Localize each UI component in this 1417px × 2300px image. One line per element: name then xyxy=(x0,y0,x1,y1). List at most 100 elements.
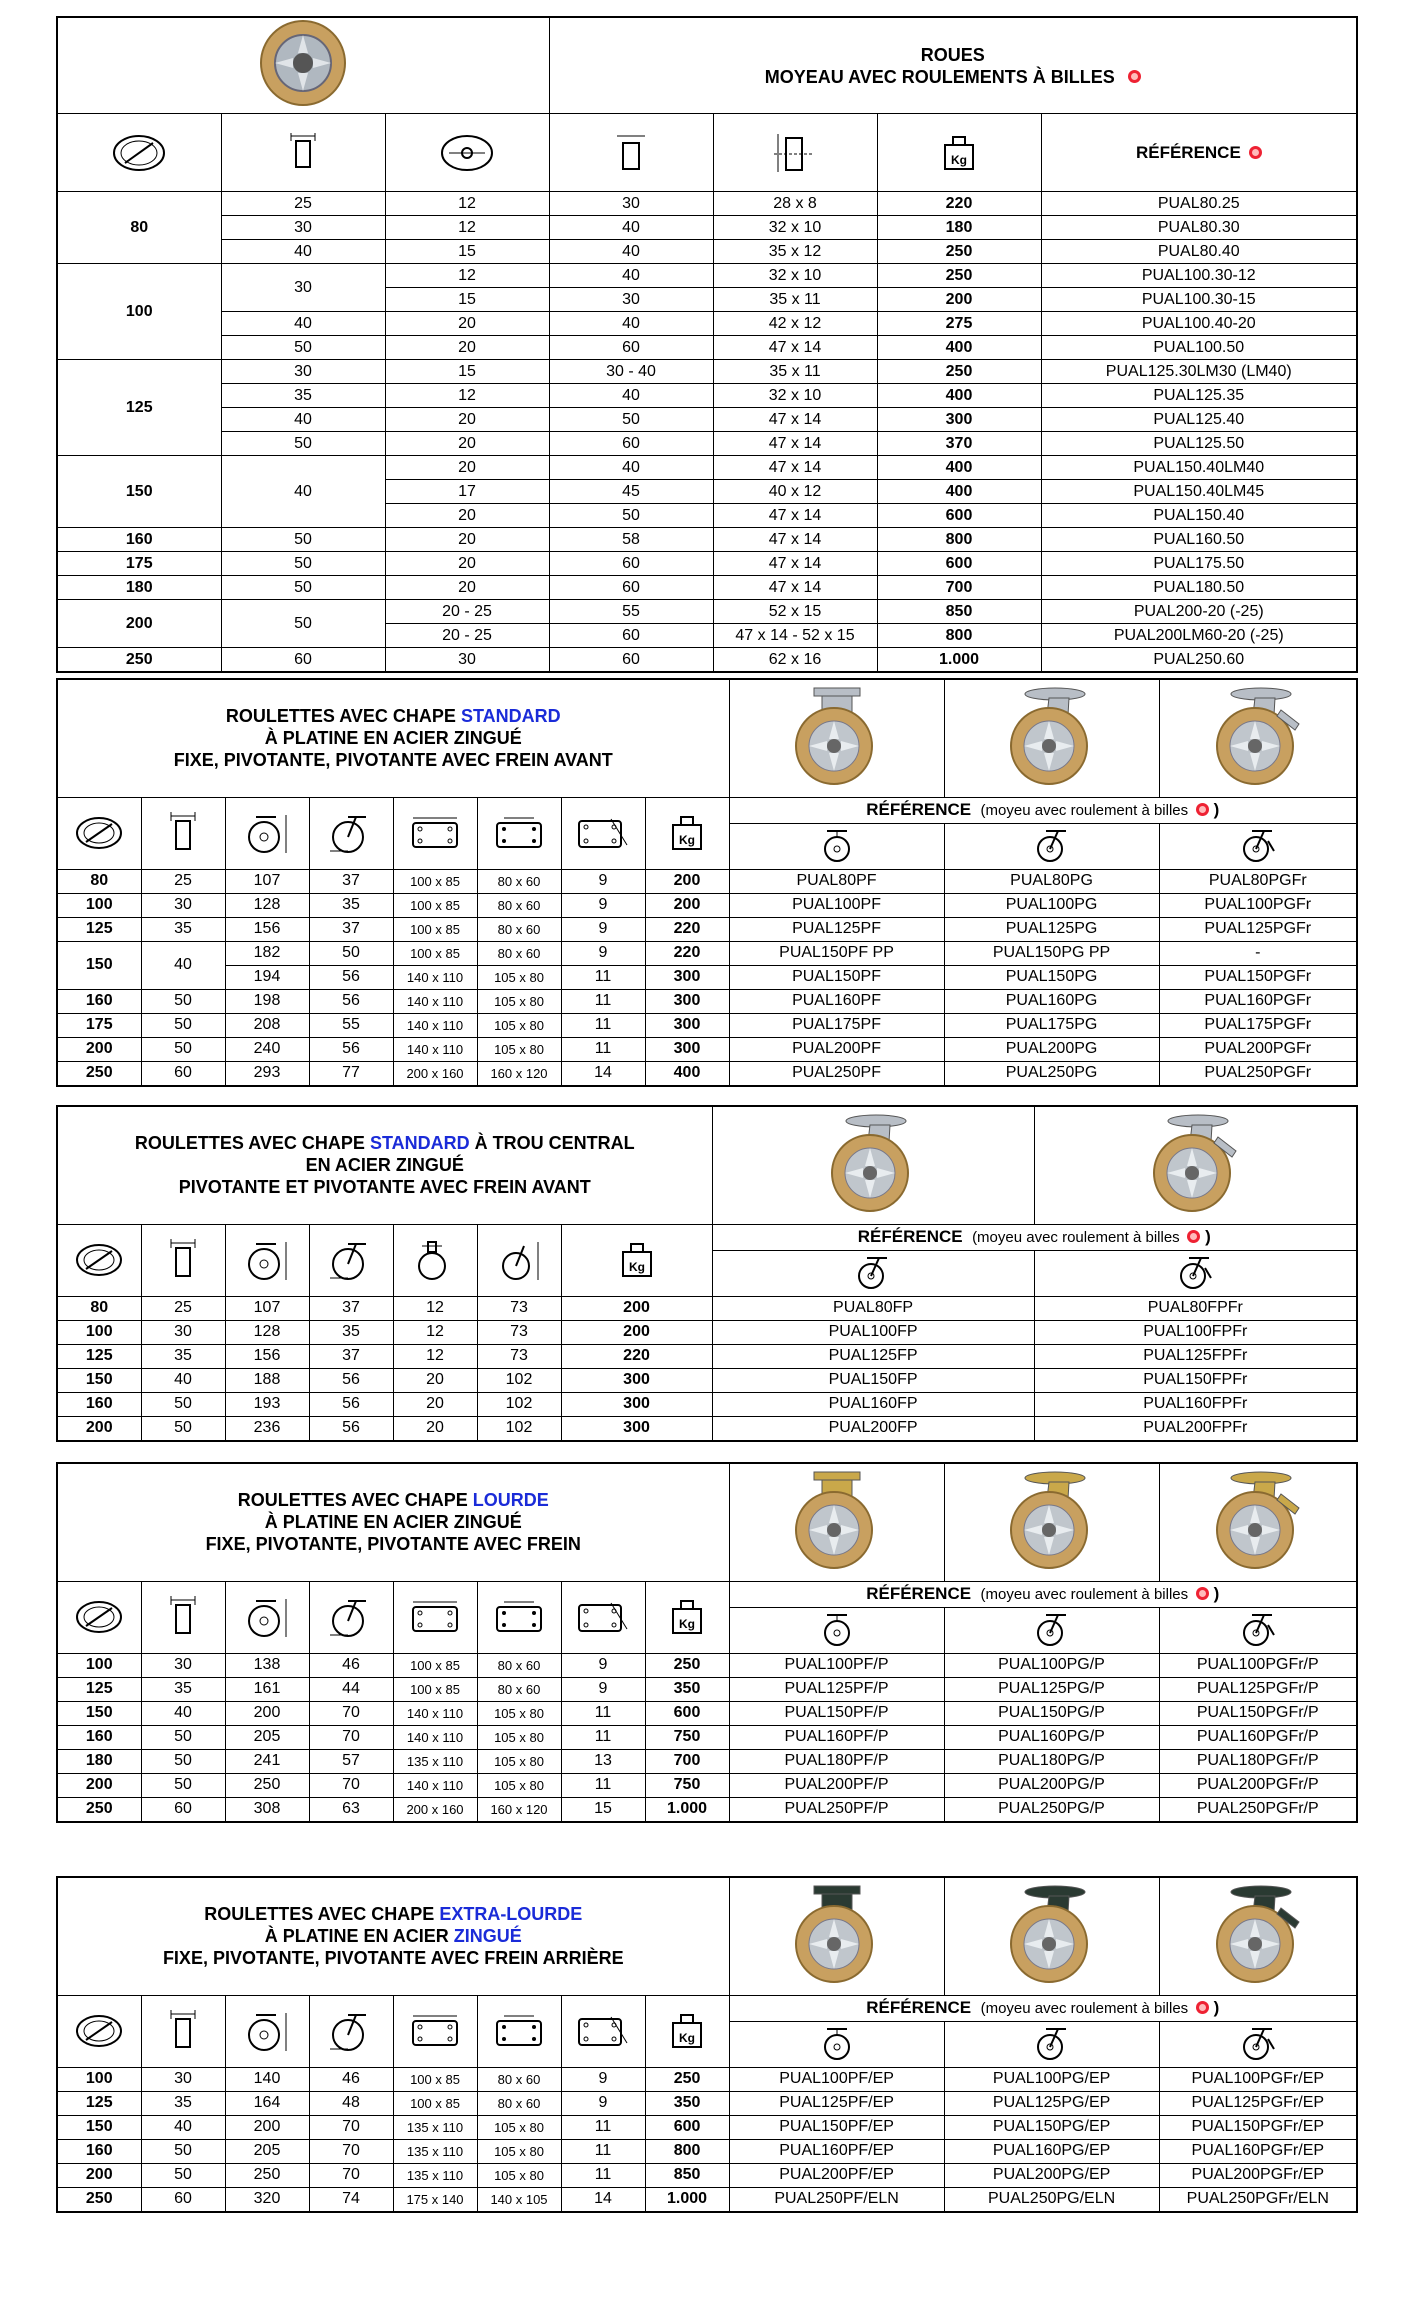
table-cell: PUAL100PF xyxy=(728,892,945,918)
table-cell: PUAL150.40 xyxy=(1040,503,1358,528)
plate-size-icon xyxy=(392,1994,478,2068)
table-cell: PUAL100PGFr/P xyxy=(1158,1652,1358,1678)
table-cell: 40 xyxy=(220,407,386,432)
table-cell: PUAL200LM60-20 (-25) xyxy=(1040,623,1358,648)
table-cell: 56 xyxy=(308,1391,394,1417)
table-cell: 45 xyxy=(548,479,714,504)
table-cell: 600 xyxy=(876,551,1042,576)
table-cell: 62 x 16 xyxy=(712,647,878,673)
table-cell: 9 xyxy=(560,2090,646,2116)
table-cell: 350 xyxy=(644,1676,730,1702)
table-cell: PUAL150PG xyxy=(943,964,1160,990)
table-cell: 200 xyxy=(56,1036,142,1062)
table-cell: 15 xyxy=(384,359,550,384)
table-cell: PUAL160PF xyxy=(728,988,945,1014)
height-icon xyxy=(224,796,310,870)
table-cell: 50 xyxy=(548,503,714,528)
table-cell: 200 xyxy=(876,287,1042,312)
table-cell: 140 xyxy=(224,2066,310,2092)
table-cell: 600 xyxy=(644,2114,730,2140)
table-cell: PUAL125FP xyxy=(711,1343,1035,1369)
wheel-photo-cell xyxy=(56,16,550,114)
table-cell: 200 x 160 xyxy=(392,1060,478,1086)
load-kg-icon: Kg xyxy=(560,1223,713,1297)
extra-heavy-title-line2b: ZINGUÉ xyxy=(453,1926,522,1947)
table-cell: 200 xyxy=(56,599,222,648)
table-cell: 60 xyxy=(140,1796,226,1822)
table-cell: PUAL250PG xyxy=(943,1060,1160,1086)
table-cell: 70 xyxy=(308,2114,394,2140)
table-cell: 200 xyxy=(56,2162,142,2188)
table-cell: 47 x 14 - 52 x 15 xyxy=(712,623,878,648)
table-cell: 80 x 60 xyxy=(476,916,562,942)
central-hole-casters-table: ROULETTES AVEC CHAPE STANDARD À TROU CEN… xyxy=(56,1105,1358,1442)
table-cell: 28 x 8 xyxy=(712,191,878,216)
table-cell: 30 xyxy=(140,2066,226,2092)
table-cell: 80 x 60 xyxy=(476,2090,562,2116)
table-cell: 125 xyxy=(56,916,142,942)
bearing-badge-icon xyxy=(1187,1230,1201,1244)
table-cell: 220 xyxy=(644,916,730,942)
wheels-table: ROUES MOYEAU AVEC ROULEMENTS À BILLES Kg… xyxy=(56,16,1358,673)
swivel-caster-photo xyxy=(943,678,1160,798)
table-cell: 9 xyxy=(560,916,646,942)
table-cell: 11 xyxy=(560,988,646,1014)
table-cell: 56 xyxy=(308,1367,394,1393)
table-cell: 56 xyxy=(308,1036,394,1062)
table-cell: 11 xyxy=(560,1036,646,1062)
standard-title: ROULETTES AVEC CHAPE STANDARD À PLATINE … xyxy=(56,678,730,798)
table-cell: PUAL125PF/EP xyxy=(728,2090,945,2116)
table-cell: 800 xyxy=(644,2138,730,2164)
width-icon xyxy=(140,1580,226,1654)
extra-heavy-title: ROULETTES AVEC CHAPE EXTRA-LOURDE À PLAT… xyxy=(56,1876,730,1996)
table-cell: 60 xyxy=(220,647,386,673)
table-cell: 250 xyxy=(876,359,1042,384)
table-cell: 40 xyxy=(548,455,714,480)
width-icon xyxy=(140,796,226,870)
table-cell: 12 xyxy=(384,215,550,240)
table-cell: 600 xyxy=(876,503,1042,528)
table-cell: PUAL175PG xyxy=(943,1012,1160,1038)
table-cell: PUAL250PGFr xyxy=(1158,1060,1358,1086)
table-cell: 180 xyxy=(876,215,1042,240)
central-hole-title-a: ROULETTES AVEC CHAPE xyxy=(134,1133,370,1154)
table-cell: 160 x 120 xyxy=(476,1796,562,1822)
table-cell: 35 x 11 xyxy=(712,359,878,384)
table-cell: 60 xyxy=(548,647,714,673)
table-cell: PUAL125.40 xyxy=(1040,407,1358,432)
table-cell: 30 xyxy=(220,359,386,384)
table-cell: PUAL80PG xyxy=(943,868,1160,894)
table-cell: 32 x 10 xyxy=(712,383,878,408)
table-cell: 156 xyxy=(224,916,310,942)
table-cell: 700 xyxy=(876,575,1042,600)
fixed-caster-icon xyxy=(728,822,945,870)
table-cell: 105 x 80 xyxy=(476,1772,562,1798)
swivel-caster-icon xyxy=(943,2020,1160,2068)
section-central-hole: ROULETTES AVEC CHAPE STANDARD À TROU CEN… xyxy=(56,1105,1358,1442)
table-cell: 50 xyxy=(140,1748,226,1774)
table-cell: PUAL200PF xyxy=(728,1036,945,1062)
table-cell: 47 x 14 xyxy=(712,431,878,456)
table-cell: PUAL175PGFr xyxy=(1158,1012,1358,1038)
heavy-casters-table: ROULETTES AVEC CHAPE LOURDE À PLATINE EN… xyxy=(56,1462,1358,1823)
table-cell: 30 xyxy=(220,263,386,312)
table-cell: 100 x 85 xyxy=(392,1676,478,1702)
table-cell: 400 xyxy=(876,383,1042,408)
table-cell: PUAL250PF/P xyxy=(728,1796,945,1822)
hole-diameter-icon xyxy=(560,1580,646,1654)
table-cell: 60 xyxy=(548,551,714,576)
table-cell: PUAL160PGFr xyxy=(1158,988,1358,1014)
table-cell: 56 xyxy=(308,1415,394,1441)
table-cell: 750 xyxy=(644,1772,730,1798)
table-cell: 250 xyxy=(224,2162,310,2188)
table-cell: 250 xyxy=(644,2066,730,2092)
table-cell: 40 xyxy=(140,2114,226,2140)
table-cell: 175 xyxy=(56,551,222,576)
